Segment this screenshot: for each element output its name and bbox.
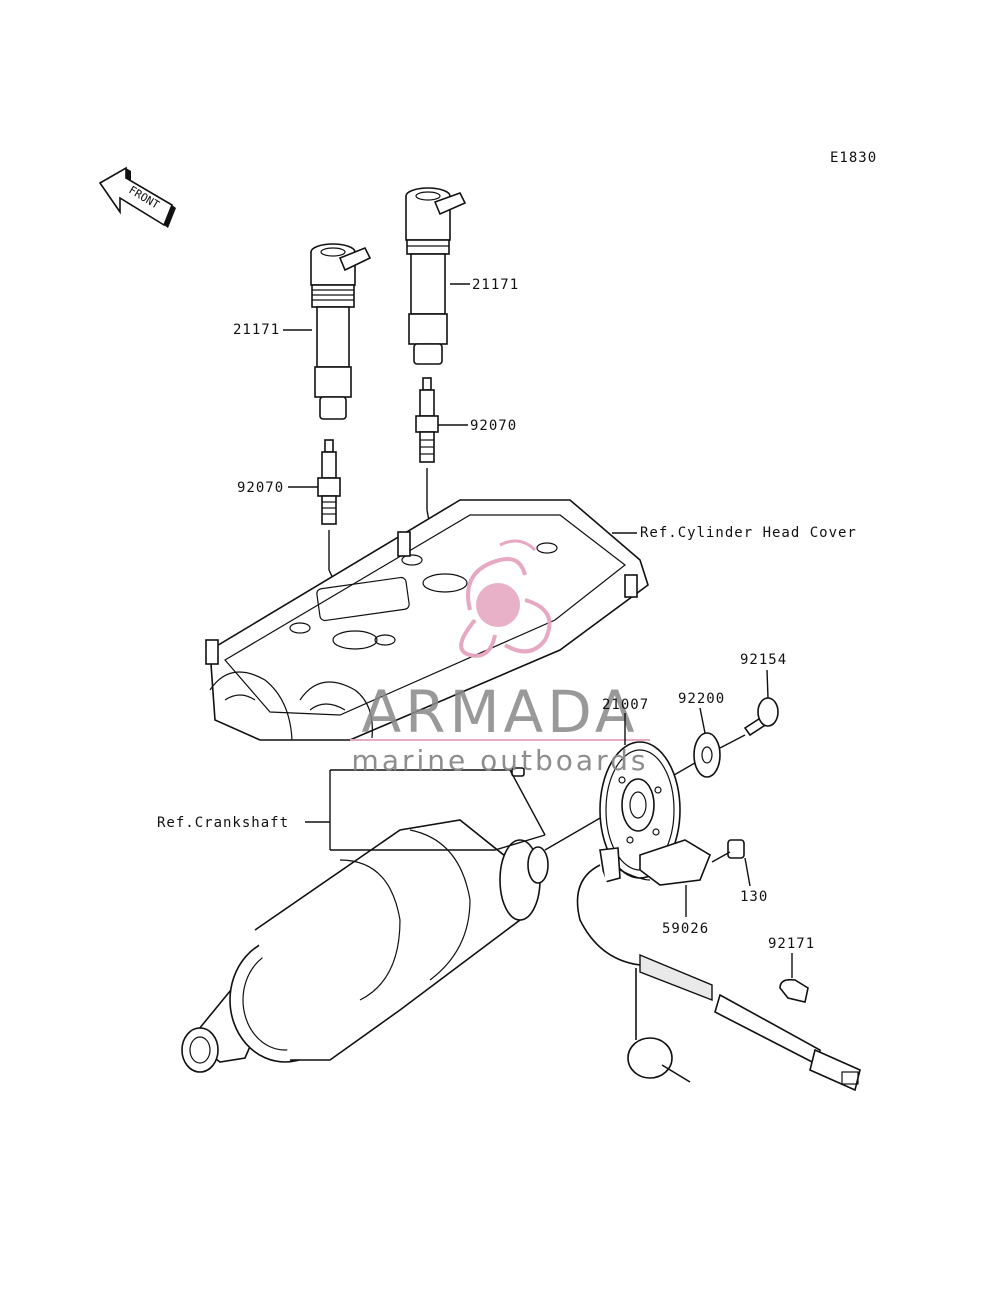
ignition-coil-left bbox=[310, 243, 372, 420]
wire-clamp bbox=[779, 978, 809, 1003]
cylinder-head-cover bbox=[205, 499, 649, 741]
label-sensor-bolt: 130 bbox=[740, 889, 768, 905]
label-rotor-bolt: 92154 bbox=[740, 652, 787, 668]
rotor-bolt bbox=[743, 697, 779, 737]
label-plug-left: 92070 bbox=[237, 480, 284, 496]
diagram-code: E1830 bbox=[830, 150, 877, 166]
label-crankshaft: Ref.Crankshaft bbox=[157, 815, 289, 831]
armada-logo-icon bbox=[459, 539, 552, 658]
label-sensor: 59026 bbox=[662, 921, 709, 937]
label-coil-left: 21171 bbox=[233, 322, 280, 338]
crankshaft bbox=[181, 767, 549, 1073]
label-clamp: 92171 bbox=[768, 936, 815, 952]
crankshaft-key bbox=[511, 767, 525, 777]
spark-plug-left bbox=[317, 439, 341, 525]
watermark-tagline: marine outboards bbox=[352, 744, 649, 777]
label-cylinder-head-cover: Ref.Cylinder Head Cover bbox=[640, 525, 857, 541]
watermark-brand: ARMADA bbox=[361, 678, 638, 746]
front-arrow-icon: FRONT bbox=[98, 166, 176, 228]
spark-plug-right bbox=[415, 377, 439, 463]
armada-watermark: ARMADA marine outboards bbox=[350, 539, 650, 777]
sensor-bolt bbox=[711, 839, 745, 863]
label-plug-right: 92070 bbox=[470, 418, 517, 434]
label-rotor: 21007 bbox=[602, 697, 649, 713]
washer bbox=[693, 732, 721, 778]
label-coil-right: 21171 bbox=[472, 277, 519, 293]
pickup-sensor bbox=[576, 839, 861, 1092]
timing-rotor bbox=[599, 741, 681, 879]
ignition-coil-right bbox=[405, 187, 467, 365]
label-washer: 92200 bbox=[678, 691, 725, 707]
